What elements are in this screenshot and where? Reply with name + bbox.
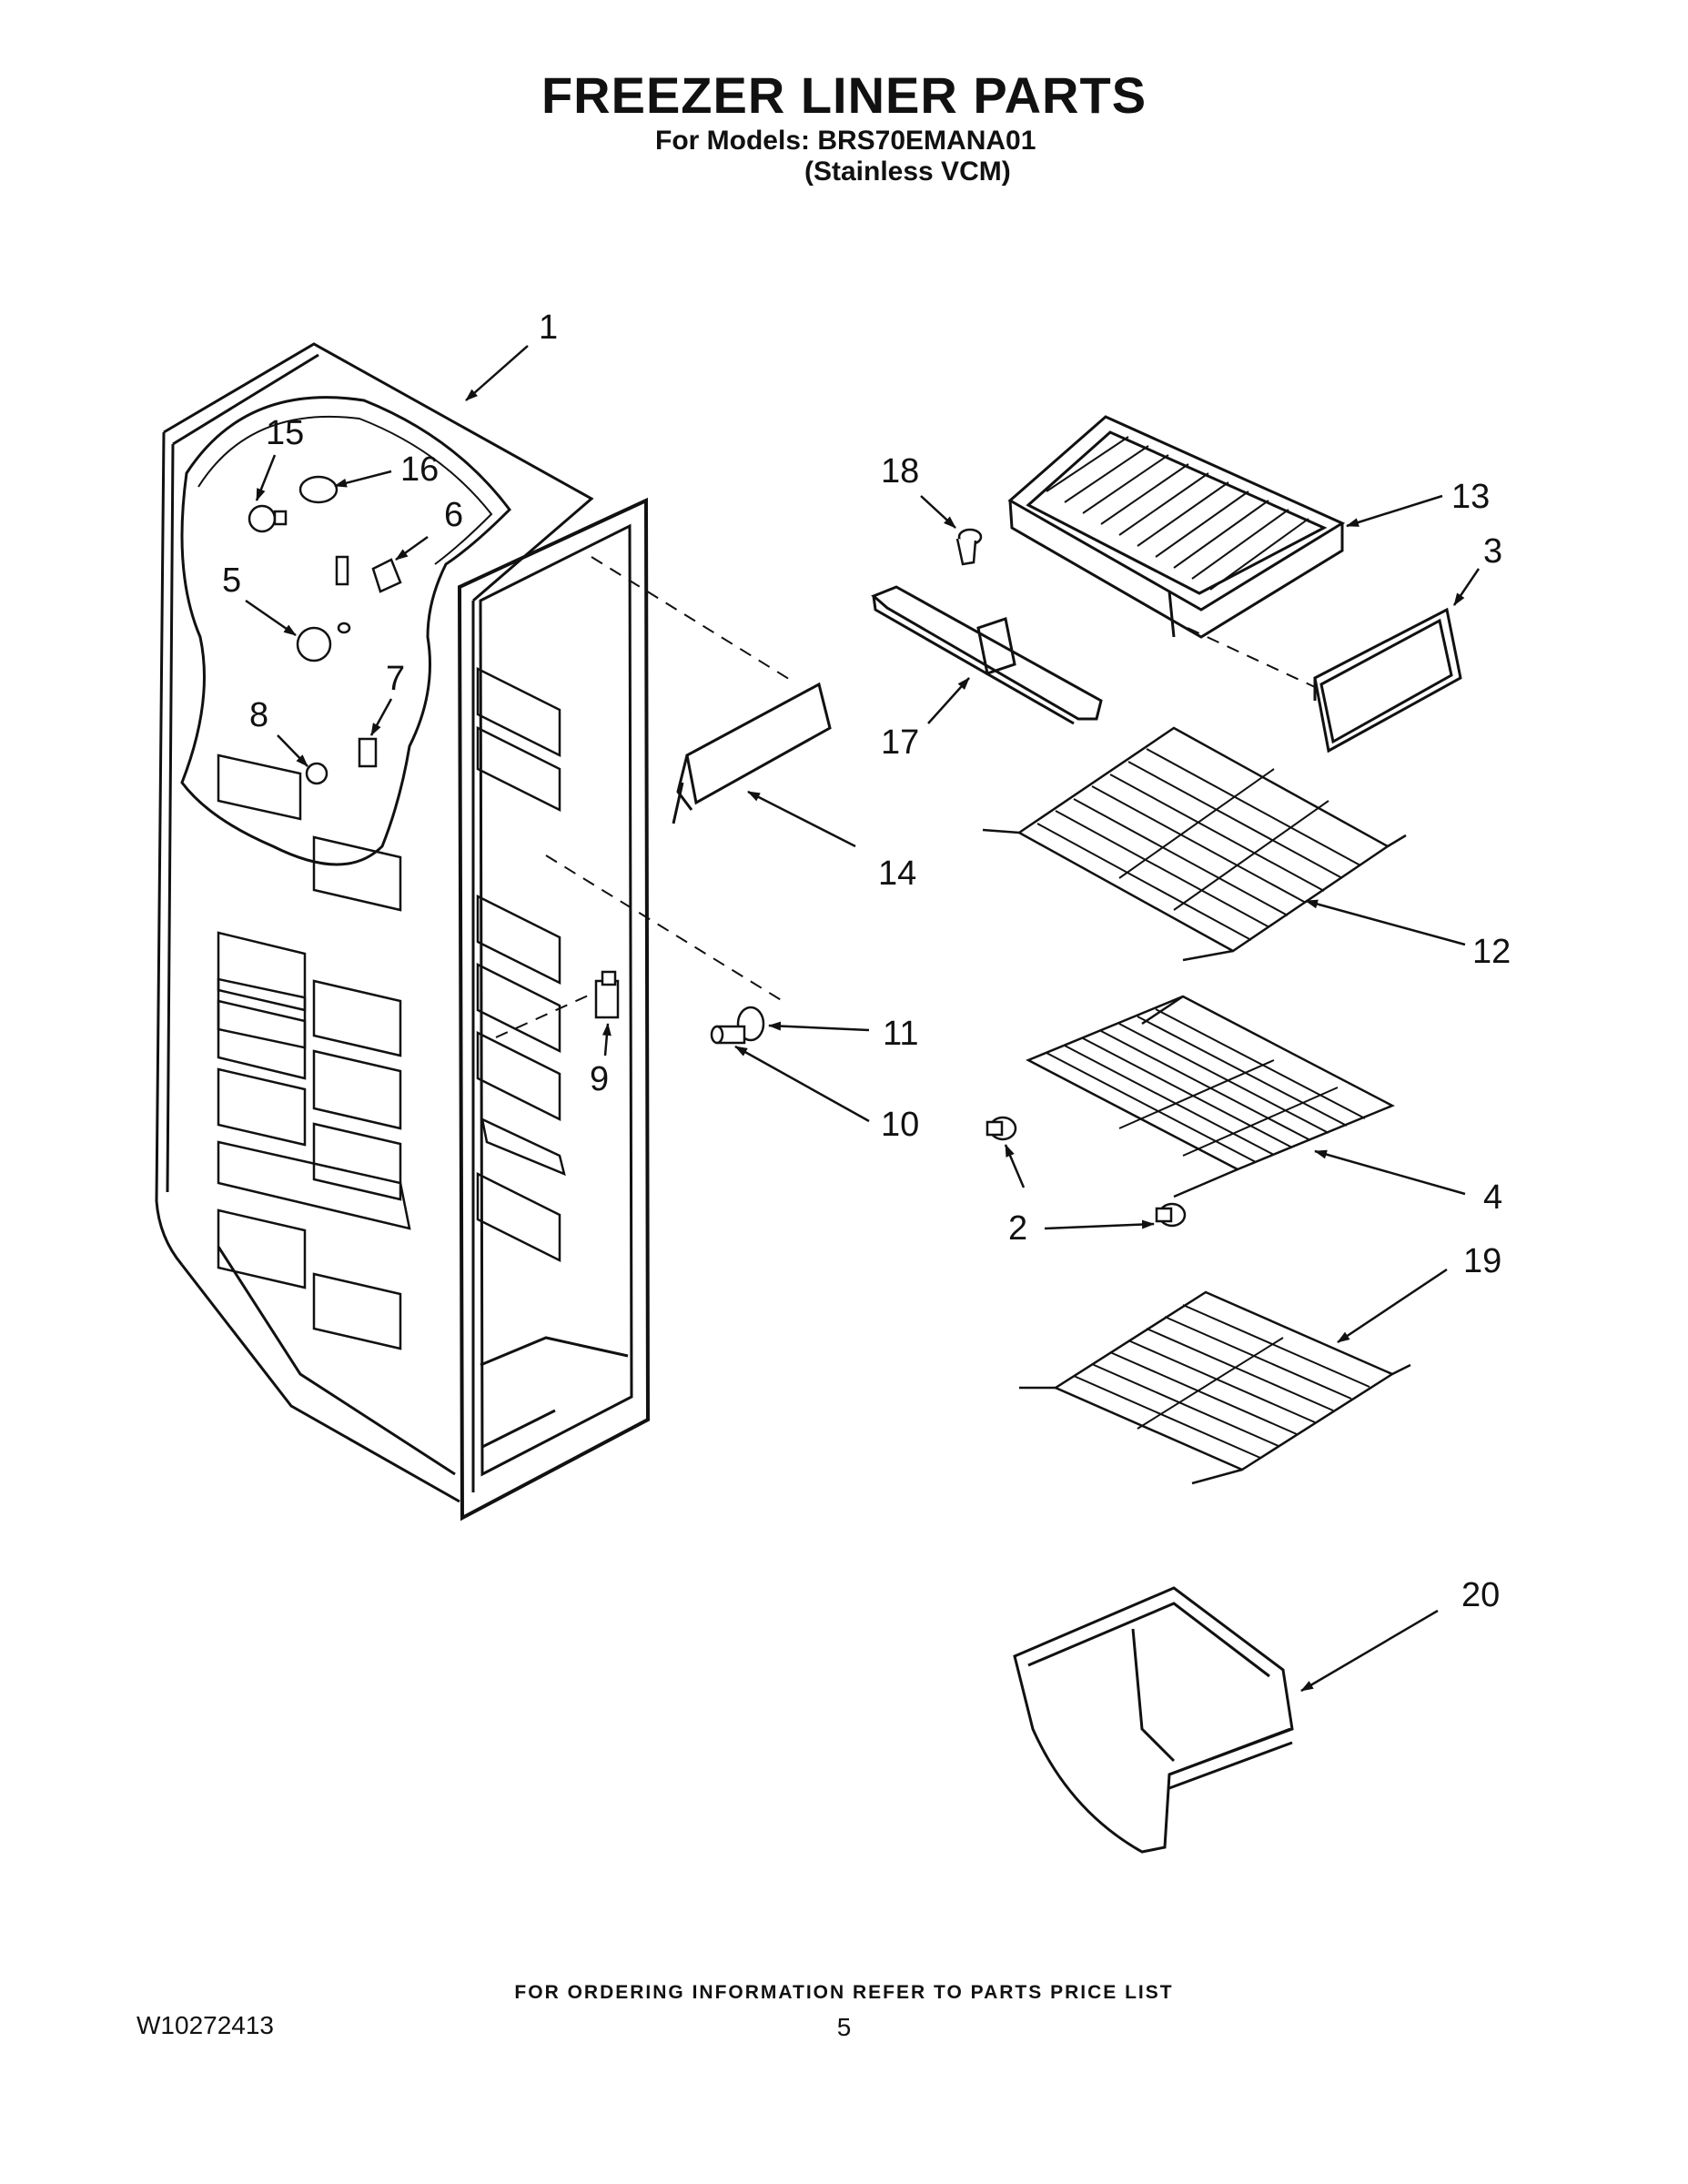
part-2-studs [986, 1116, 1187, 1228]
document-number: W10272413 [136, 2011, 275, 2039]
part-13-grid [1046, 436, 1309, 591]
callout-10: 10 [881, 1106, 919, 1144]
bracket-7 [358, 737, 378, 768]
leader-lines [245, 345, 1481, 1693]
callout-7: 7 [386, 660, 405, 698]
part-13-shelf [1007, 415, 1346, 639]
part-18-screw [955, 528, 983, 566]
liner-interior-slots [476, 666, 566, 1263]
callout-16: 16 [400, 450, 439, 489]
part-3-frame [1313, 607, 1462, 753]
callout-19: 19 [1463, 1242, 1501, 1280]
wire-shelf-4 [1026, 995, 1395, 1198]
callout-9: 9 [590, 1060, 609, 1098]
part-9-clip [594, 970, 620, 1019]
freezer-liner [155, 342, 651, 1522]
callout-4: 4 [1483, 1178, 1502, 1217]
part-17-bracket [871, 585, 1103, 725]
knob-5 [296, 626, 332, 662]
callout-2: 2 [1008, 1209, 1027, 1248]
page-title: FREEZER LINER PARTS [541, 66, 1147, 124]
callout-3: 3 [1483, 532, 1502, 571]
callout-6: 6 [444, 496, 463, 534]
callout-20: 20 [1461, 1576, 1500, 1614]
callout-15: 15 [266, 414, 304, 452]
wire-shelf-12 [982, 726, 1407, 962]
callout-12: 12 [1472, 933, 1511, 971]
callout-13: 13 [1451, 478, 1490, 516]
rear-wall-components [248, 475, 402, 785]
callout-8: 8 [249, 696, 268, 734]
alignment-dashes [495, 556, 1316, 1038]
callout-labels: 1 15 16 6 5 7 8 9 14 11 10 18 13 3 17 12… [222, 308, 1511, 1614]
light-bulb-15 [248, 504, 277, 533]
page-number: 5 [836, 2013, 852, 2041]
liner-side-panels [217, 753, 411, 1350]
screw-8 [305, 762, 329, 785]
variant-line: (Stainless VCM) [804, 157, 1011, 187]
models-line: For Models: BRS70EMANA01 [655, 126, 1036, 156]
part-20-bin [1013, 1586, 1294, 1854]
clip-6 [371, 558, 402, 593]
callout-11: 11 [883, 1015, 918, 1053]
ordering-note: FOR ORDERING INFORMATION REFER TO PARTS … [514, 1982, 1174, 2003]
callout-1: 1 [539, 308, 558, 347]
light-socket-16 [298, 475, 339, 504]
callout-18: 18 [881, 452, 919, 490]
wire-shelf-19 [1019, 1290, 1411, 1485]
callout-5: 5 [222, 561, 241, 600]
part-14-trim [672, 682, 832, 824]
callout-17: 17 [881, 723, 919, 762]
callout-14: 14 [878, 854, 916, 893]
part-10-11-fastener [710, 1006, 765, 1045]
